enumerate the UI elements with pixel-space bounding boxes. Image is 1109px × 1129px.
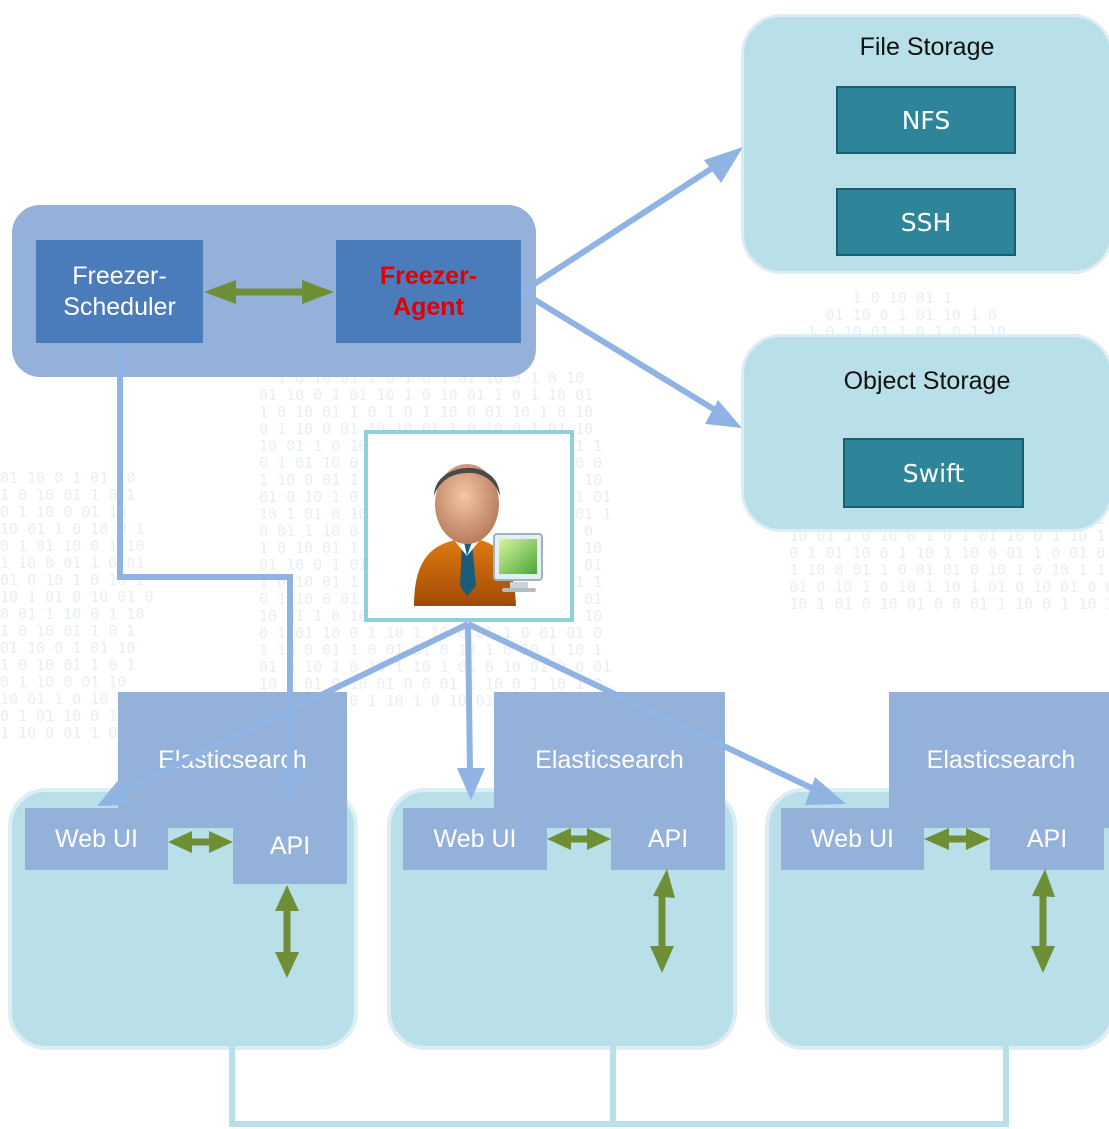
freezer-scheduler-label-line1: Freezer- — [72, 261, 167, 290]
agent-to-file-storage-arrow — [520, 160, 722, 295]
agent-to-object-storage-arrow — [520, 289, 722, 416]
site-3-webui-api-arrow — [924, 828, 990, 850]
object-storage-title: Object Storage — [843, 367, 1011, 395]
agent-to-object-storage-arrowhead — [705, 400, 742, 428]
scheduler-agent-bidirectional-arrow — [204, 280, 334, 304]
site-2-api-es-arrow — [650, 869, 675, 973]
nfs-box: NFS — [836, 86, 1016, 154]
site-2-elasticsearch-box: Elasticsearch — [494, 692, 725, 828]
site-1-webui-api-arrow — [168, 831, 233, 853]
agent-to-file-storage-arrowhead — [704, 147, 743, 183]
user-to-web-ui-3-arrow — [466, 621, 822, 795]
site-2-webui-api-arrow — [547, 828, 611, 850]
scheduler-to-api-arrow — [117, 344, 293, 772]
site-3-api-es-arrow — [1031, 869, 1055, 973]
binary-background-left: 01 10 0 1 01 10 1 0 10 01 1 0 1 0 1 10 0… — [0, 469, 154, 742]
site-1-api-es-arrow — [275, 885, 299, 978]
freezer-agent-box: Freezer- Agent — [336, 240, 521, 343]
user-to-web-ui-2-arrow — [465, 623, 473, 773]
scheduler-to-api-arrowhead — [276, 768, 304, 800]
freezer-scheduler-label-line2: Scheduler — [63, 292, 176, 321]
user-to-web-ui-1-arrowhead — [97, 777, 132, 806]
user-to-web-ui-3-arrowhead — [805, 777, 846, 805]
user-to-web-ui-2-arrowhead — [457, 768, 485, 800]
file-storage-title: File Storage — [859, 33, 995, 61]
user-at-computer-icon — [414, 464, 543, 606]
site-3-elasticsearch-box: Elasticsearch — [889, 692, 1109, 828]
ssh-box: SSH — [836, 188, 1016, 256]
freezer-scheduler-box: Freezer- Scheduler — [36, 240, 203, 343]
user-frame — [364, 430, 574, 622]
swift-box: Swift — [843, 438, 1024, 508]
user-to-web-ui-1-arrow — [116, 621, 470, 796]
freezer-agent-label-line2: Agent — [393, 292, 464, 321]
freezer-agent-label-line1: Freezer- — [379, 261, 478, 290]
es-link-line — [229, 1028, 1009, 1127]
